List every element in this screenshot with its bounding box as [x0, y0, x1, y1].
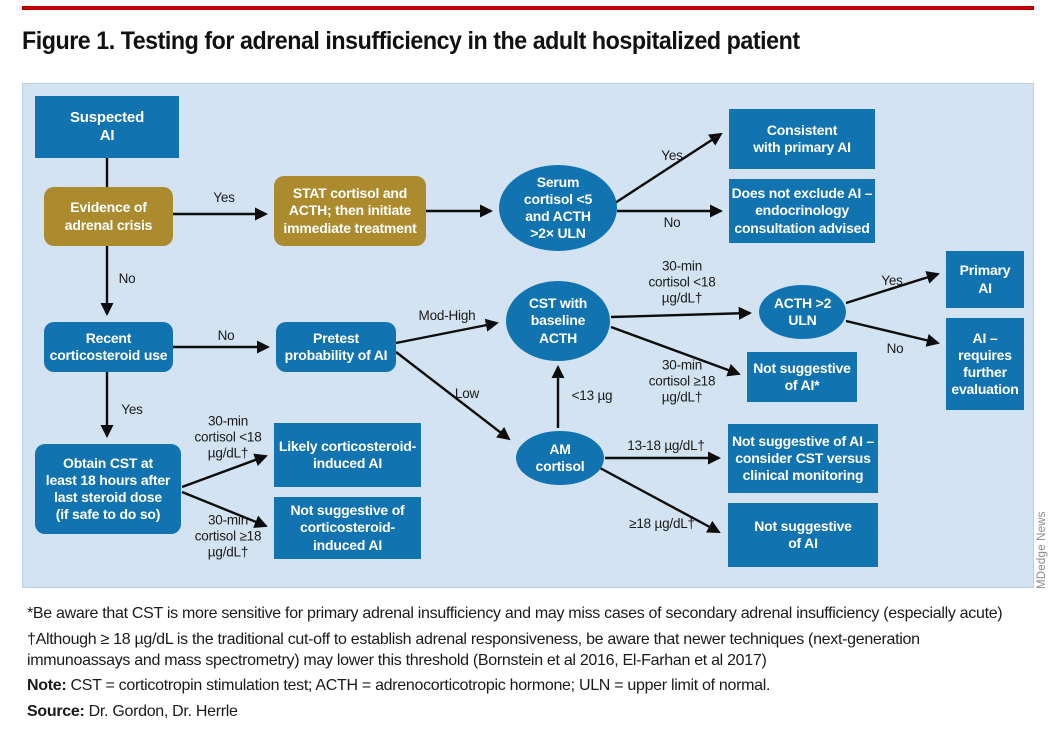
node-serum-cortisol-ellipse: Serum cortisol <5 and ACTH >2× ULN — [499, 165, 617, 251]
mdedge-news-credit: MDedge News — [1036, 511, 1048, 589]
footnote-dagger-line2: immunoassays and mass spectrometry) may … — [27, 651, 767, 669]
label-mid-cortisol-lt18: 30-min cortisol <18 µg/dL† — [648, 258, 716, 307]
node-cst-baseline-acth-ellipse: CST with baseline ACTH — [506, 281, 610, 361]
label-mod-high: Mod-High — [418, 307, 476, 323]
label-no-serum: No — [663, 214, 681, 230]
label-low: Low — [454, 385, 480, 401]
label-no-recent: No — [217, 327, 235, 343]
node-suspected-ai: Suspected AI — [35, 96, 179, 158]
node-ai-requires-evaluation: AI – requires further evaluation — [946, 318, 1024, 410]
label-yes-serum: Yes — [661, 147, 683, 163]
label-13-18: 13-18 µg/dL† — [627, 437, 705, 453]
node-am-cortisol-ellipse: AM cortisol — [516, 431, 604, 485]
note-text: CST = corticotropin stimulation test; AC… — [66, 677, 771, 695]
source-label: Source: — [27, 703, 85, 721]
label-mid-cortisol-ge18: 30-min cortisol ≥18 µg/dL† — [648, 357, 716, 406]
label-no-acth: No — [886, 340, 904, 356]
figure-title: Figure 1. Testing for adrenal insufficie… — [22, 27, 800, 55]
node-not-suggestive-corticosteroid-ai: Not suggestive of corticosteroid- induce… — [274, 497, 421, 559]
label-lt13: <13 µg — [571, 387, 613, 403]
node-acth-uln-ellipse: ACTH >2 ULN — [759, 285, 846, 339]
footnote-asterisk: *Be aware that CST is more sensitive for… — [27, 605, 1003, 622]
node-consistent-primary-ai: Consistent with primary AI — [729, 109, 875, 169]
label-left-cortisol-ge18: 30-min cortisol ≥18 µg/dL† — [194, 512, 262, 561]
node-does-not-exclude-ai: Does not exclude AI – endocrinology cons… — [729, 179, 875, 243]
label-yes-crisis: Yes — [213, 189, 235, 205]
red-top-rule — [22, 6, 1034, 10]
label-yes-recent: Yes — [121, 401, 143, 417]
node-likely-corticosteroid-ai: Likely corticosteroid- induced AI — [274, 423, 421, 487]
node-obtain-cst: Obtain CST at least 18 hours after last … — [35, 444, 181, 534]
footnotes: *Be aware that CST is more sensitive for… — [27, 604, 1039, 723]
label-left-cortisol-lt18: 30-min cortisol <18 µg/dL† — [194, 413, 262, 462]
node-stat-cortisol-acth: STAT cortisol and ACTH; then initiate im… — [274, 176, 426, 246]
node-not-suggestive-ai-star: Not suggestive of AI* — [747, 352, 857, 402]
node-recent-corticosteroid-use: Recent corticosteroid use — [44, 322, 173, 372]
source-text: Dr. Gordon, Dr. Herrle — [84, 703, 238, 721]
label-ge18: ≥18 µg/dL† — [629, 515, 695, 531]
node-not-suggestive-consider-cst: Not suggestive of AI – consider CST vers… — [728, 424, 878, 493]
footnote-source: Source: Dr. Gordon, Dr. Herrle — [27, 702, 1039, 723]
node-evidence-adrenal-crisis: Evidence of adrenal crisis — [44, 187, 173, 246]
node-primary-ai: Primary AI — [946, 251, 1024, 308]
note-label: Note: — [27, 677, 67, 695]
footnote-dagger-line1: †Although ≥ 18 µg/dL is the traditional … — [27, 630, 920, 648]
node-not-suggestive-ai: Not suggestive of AI — [728, 503, 878, 567]
footnote-note: Note: CST = corticotropin stimulation te… — [27, 676, 1039, 697]
node-pretest-probability: Pretest probability of AI — [276, 322, 396, 372]
label-yes-acth: Yes — [881, 272, 903, 288]
label-no-crisis: No — [118, 270, 136, 286]
